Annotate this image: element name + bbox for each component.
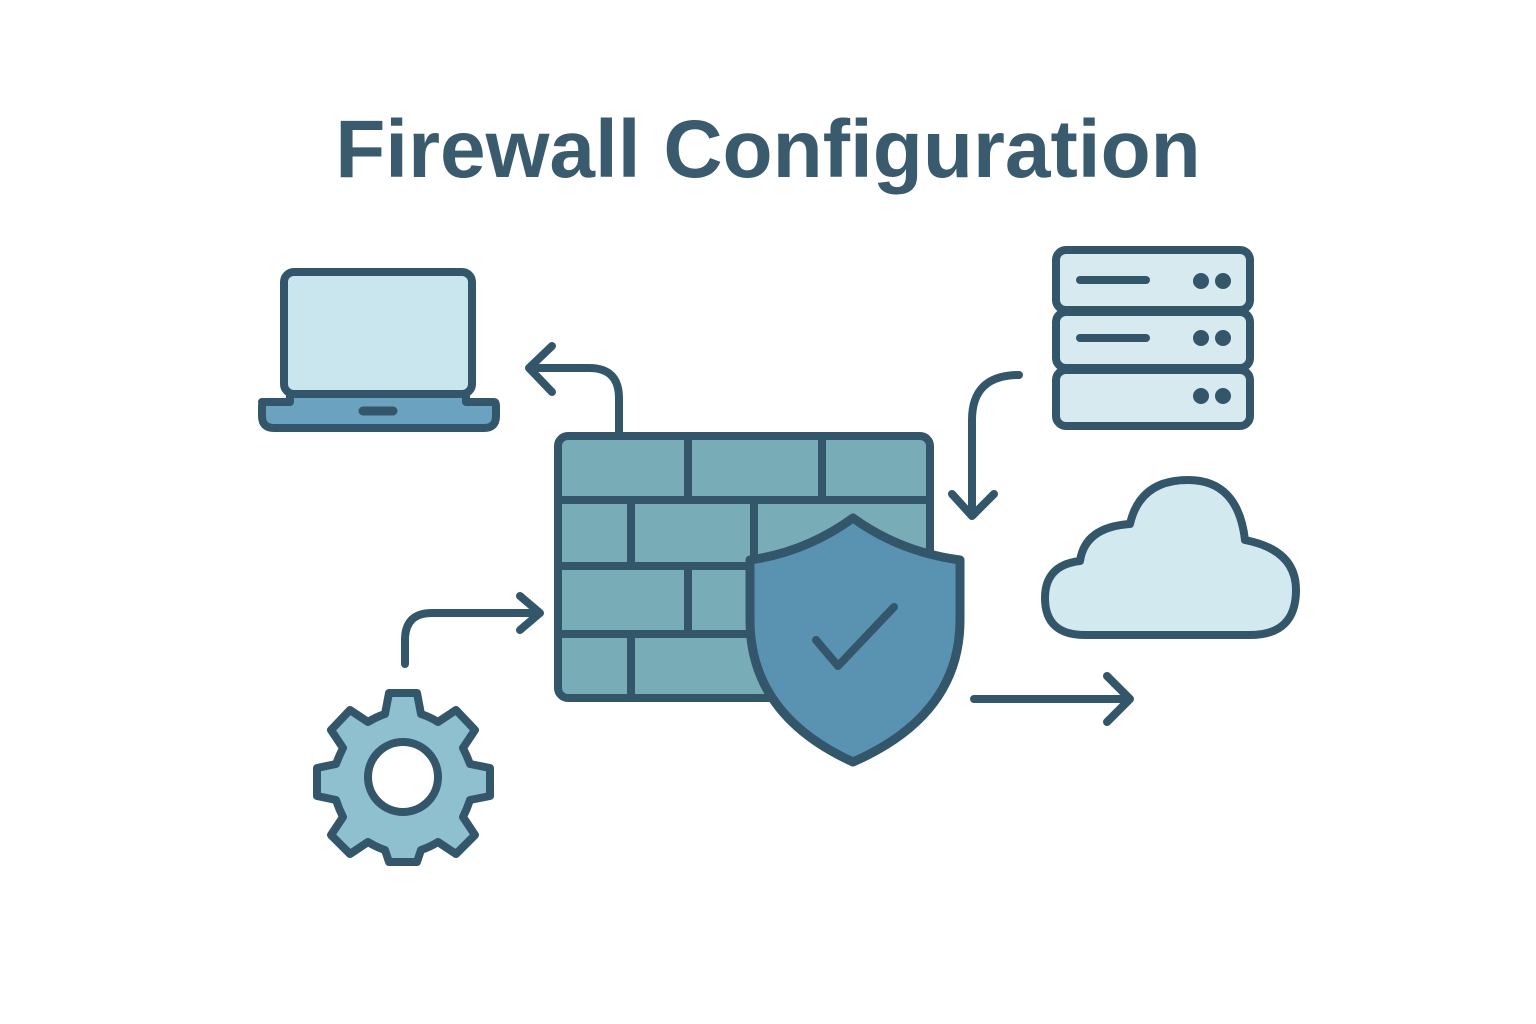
page-title: Firewall Configuration xyxy=(335,104,1201,195)
arrow-curved-down-icon xyxy=(948,371,1023,520)
cloud-icon xyxy=(1041,476,1300,639)
shield-check-icon xyxy=(745,513,965,767)
server-icon xyxy=(1052,246,1254,430)
laptop-icon xyxy=(258,268,500,432)
gear-icon xyxy=(313,689,494,866)
arrow-right-icon xyxy=(970,672,1134,726)
arrow-curved-right-icon xyxy=(401,592,544,668)
arrow-curved-left-icon xyxy=(525,342,623,436)
